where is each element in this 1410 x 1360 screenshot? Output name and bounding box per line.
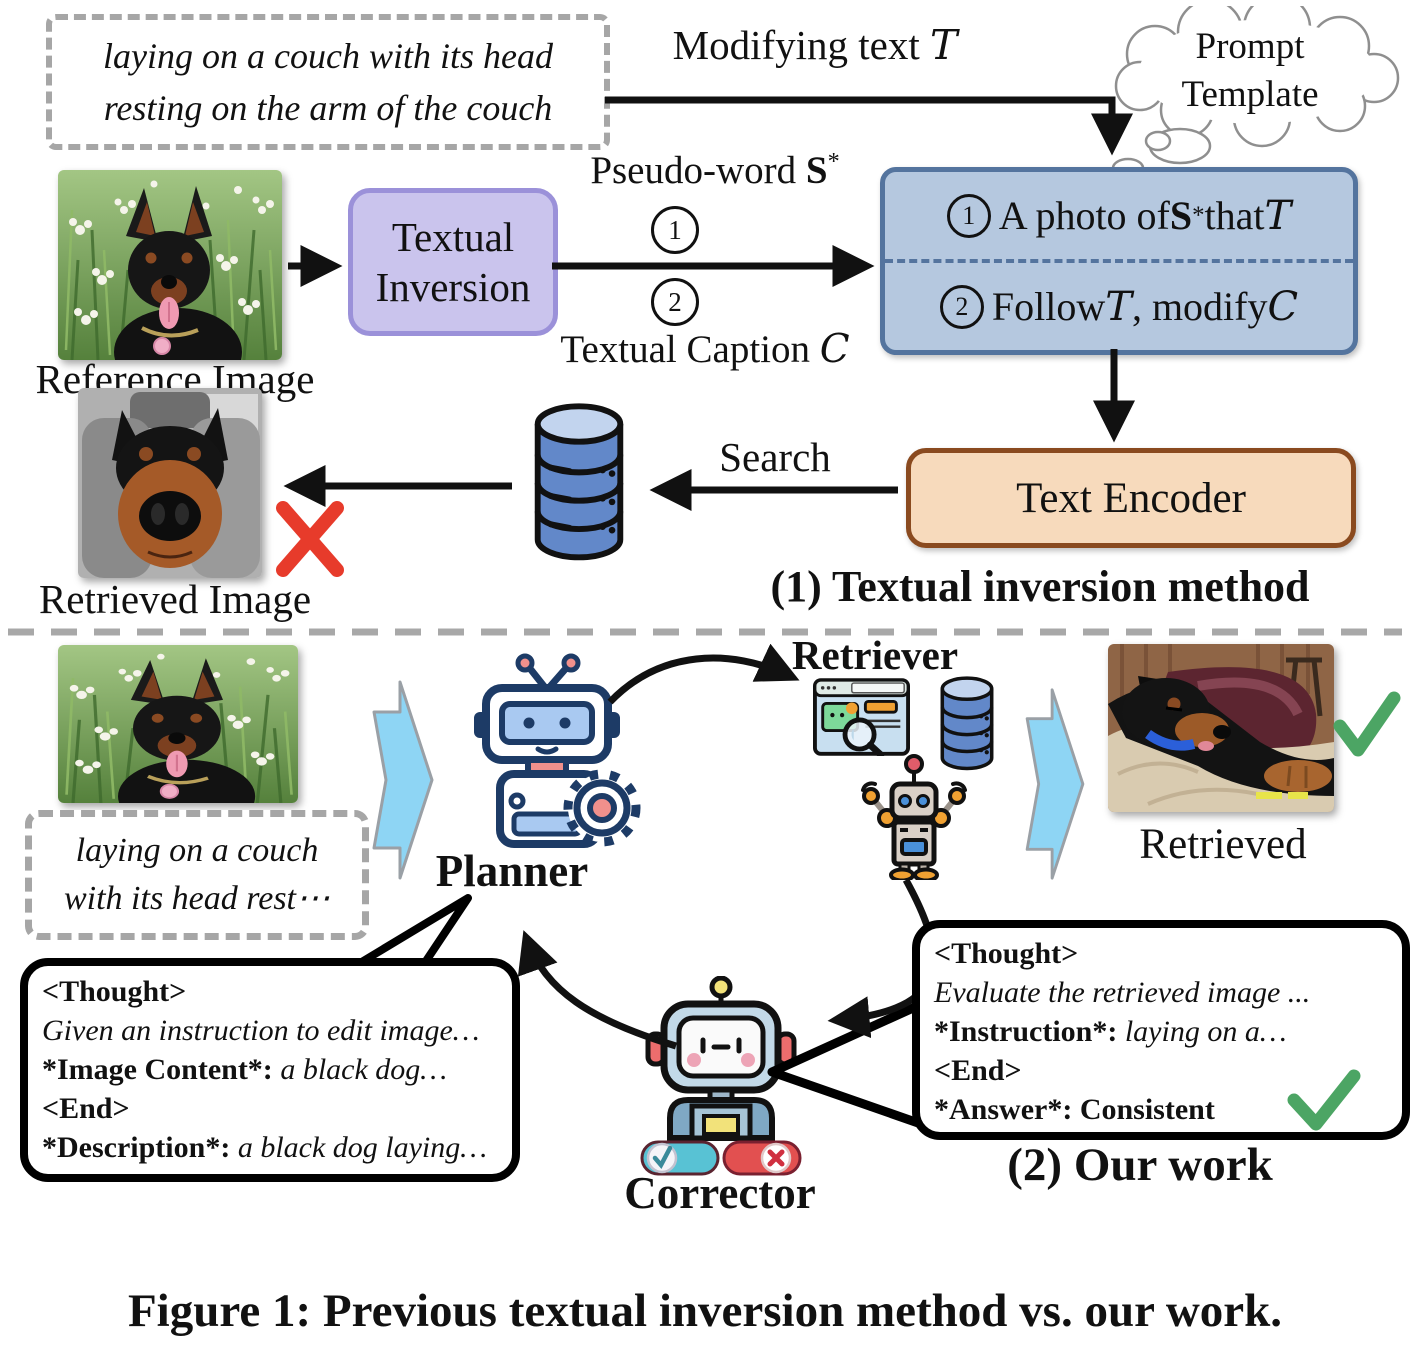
modifying-text-label: Modifying text T [600, 21, 1030, 69]
bubble2-line-3: *Answer*: Consistent [934, 1090, 1388, 1129]
cloud-text-line-2: Template [1181, 74, 1319, 115]
retrieved-label: Retrieved [1139, 821, 1307, 868]
prompt-row-2-number: 2 [939, 284, 984, 329]
figure-caption: Figure 1: Previous textual inversion met… [127, 1285, 1283, 1337]
instruction-text-box-bottom: laying on a couch with its head rest⋯ [25, 810, 369, 940]
corrector-thought-bubble: <Thought> Evaluate the retrieved image .… [912, 920, 1410, 1140]
prompt-row-2-symbol-T: T [1105, 283, 1132, 330]
modifying-text: Modifying text [672, 22, 930, 68]
textual-caption-label: Textual Caption C [530, 327, 880, 373]
bubble1-thought-tag: <Thought> [42, 975, 187, 1008]
prompt-row-2-text-2: , modify [1131, 284, 1268, 329]
instruction-bottom-line-2: with its head rest⋯ [63, 880, 331, 917]
prompt-template-box: 1 A photo of S*that T 2 Follow T, modify… [880, 167, 1358, 355]
planner-thought-bubble: <Thought> Given an instruction to edit i… [20, 958, 520, 1182]
bubble2-end-tag: <End> [934, 1054, 1022, 1087]
modifying-symbol-T: T [930, 21, 958, 69]
instruction-bottom-line-1: laying on a couch [75, 832, 319, 869]
prompt-row-1-text-2: that [1204, 193, 1265, 238]
text-encoder-label: Text Encoder [1016, 474, 1246, 522]
section-1-title: (1) Textual inversion method [770, 562, 1310, 611]
corrector-robot-icon [640, 976, 802, 1176]
planner-label: Planner [435, 846, 589, 896]
planner-robot-icon [474, 653, 641, 848]
corrector-label: Corrector [624, 1168, 816, 1218]
prompt-row-1-text: A photo of [998, 193, 1170, 238]
ti-line-1: Textual [391, 213, 515, 260]
section-2-title: (2) Our work [1007, 1139, 1273, 1191]
prompt-row-2-text: Follow [991, 284, 1106, 329]
pseudo-word-label: Pseudo-word S* [545, 148, 885, 194]
flow-chevron-1 [372, 680, 434, 880]
bubble2-key-instruction: *Instruction*: [934, 1015, 1118, 1048]
prompt-row-1-number: 1 [946, 193, 991, 238]
bubble2-value-answer: Consistent [1072, 1093, 1215, 1126]
ti-line-2: Inversion [375, 264, 531, 310]
bubble1-line-1: Given an instruction to edit image… [42, 1014, 480, 1047]
red-cross-icon [276, 501, 344, 577]
bubble1-end-tag: <End> [42, 1092, 130, 1125]
prompt-row-2: 2 Follow T, modify C [885, 263, 1353, 350]
database-icon [534, 403, 624, 561]
bubble2-thought-tag: <Thought> [934, 937, 1079, 970]
bubble1-key-description: *Description*: [42, 1131, 231, 1164]
path-1-number: 1 [651, 206, 699, 254]
prompt-template-cloud [1111, 6, 1400, 179]
retrieved-image-label: Retrieved Image [38, 576, 312, 622]
reference-image-bottom [58, 645, 298, 803]
bubble1-value-image-content: a black dog… [272, 1053, 447, 1086]
flow-chevron-2 [1025, 688, 1085, 880]
bubble2-line-1: Evaluate the retrieved image ... [934, 976, 1311, 1009]
green-check-icon [1333, 691, 1401, 757]
prompt-row-1: 1 A photo of S*that T [885, 172, 1353, 263]
bubble2-line-2: *Instruction*: laying on a… [934, 1012, 1388, 1051]
instruction-text-box: laying on a couch with its head resting … [46, 14, 610, 150]
textual-inversion-box: Textual Inversion [348, 188, 558, 336]
bubble2-value-instruction: laying on a… [1117, 1015, 1287, 1048]
pseudo-word-symbol-S: S [805, 149, 828, 192]
instruction-line-2: resting on the arm of the couch [103, 88, 553, 128]
retrieved-image-correct [1108, 644, 1334, 812]
text-encoder-box: Text Encoder [906, 448, 1356, 548]
instruction-line-1: laying on a couch with its head [103, 36, 553, 76]
textual-caption-symbol-C: C [819, 327, 850, 372]
browser-search-icon [813, 678, 910, 756]
textual-caption-text: Textual Caption [560, 328, 820, 371]
prompt-row-2-symbol-C: C [1267, 283, 1299, 330]
reference-image [58, 170, 282, 360]
retriever-robot-icon [861, 754, 967, 880]
bubble1-line-2: *Image Content*: a black dog… [42, 1050, 498, 1089]
bubble1-line-3: *Description*: a black dog laying… [42, 1128, 498, 1167]
retrieved-image-wrong [78, 388, 262, 578]
bubble1-value-description: a black dog laying… [230, 1131, 487, 1164]
prompt-row-1-star: * [1192, 201, 1205, 229]
pseudo-word-text: Pseudo-word [590, 149, 806, 192]
database-icon-small [940, 676, 994, 771]
path-2-number: 2 [651, 278, 699, 326]
search-label: Search [719, 434, 831, 480]
bubble1-key-image-content: *Image Content*: [42, 1053, 273, 1086]
prompt-row-1-symbol-T: T [1264, 192, 1292, 239]
cloud-text-line-1: Prompt [1195, 26, 1305, 67]
pseudo-word-star: * [827, 148, 840, 175]
retriever-label: Retriever [791, 632, 959, 678]
bubble2-key-answer: *Answer*: [934, 1093, 1073, 1126]
prompt-row-1-symbol-S: S [1169, 193, 1193, 238]
arrow-modifying-text [605, 96, 1133, 156]
